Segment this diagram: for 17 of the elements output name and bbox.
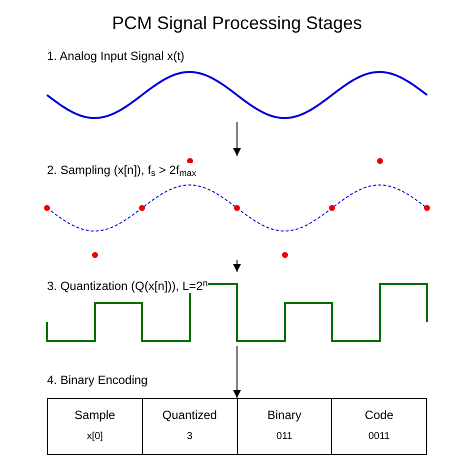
cell-value: 3 bbox=[186, 430, 192, 444]
encoding-table bbox=[47, 398, 427, 455]
cell-value: 011 bbox=[276, 430, 292, 444]
arrow bbox=[233, 122, 241, 156]
stage-heading: 4. Binary Encoding bbox=[47, 373, 148, 387]
cell-value: x[0] bbox=[86, 430, 103, 444]
column-header: Sample bbox=[74, 407, 116, 424]
stage-heading: 3. Quantization (Q(x[n])), L=2$^{n}$ bbox=[47, 279, 208, 293]
column-header: Quantized bbox=[162, 407, 217, 424]
stage-heading: 2. Sampling (x[n]), f$_{s}$ > 2f$_{max}$ bbox=[47, 163, 196, 177]
cell-value: 0011 bbox=[368, 430, 390, 444]
column-header: Binary bbox=[267, 407, 302, 424]
column-header: Code bbox=[364, 407, 394, 424]
arrow bbox=[233, 346, 241, 398]
diagram-title: PCM Signal Processing Stages bbox=[110, 12, 364, 35]
stage-heading: 1. Analog Input Signal x(t) bbox=[47, 49, 184, 63]
arrow bbox=[233, 260, 241, 272]
